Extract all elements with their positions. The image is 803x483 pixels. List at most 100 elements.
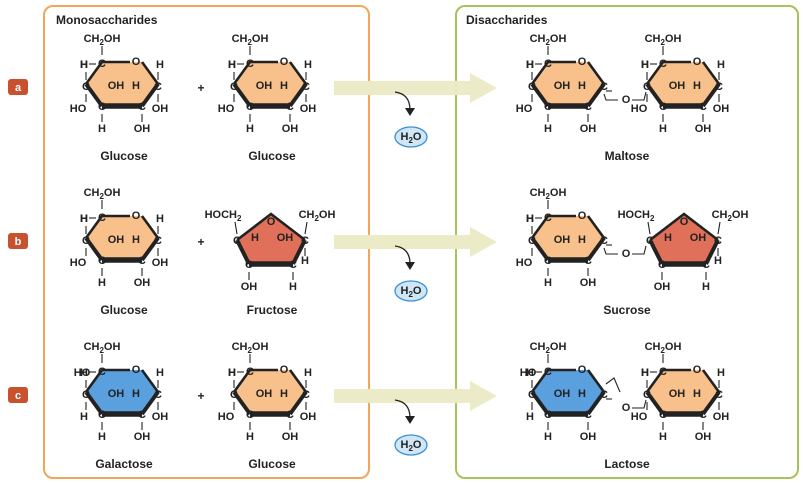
row-a-mono1-structure-c4-h: H xyxy=(80,59,88,71)
row-a-mono1-structure-c4: C xyxy=(82,81,90,93)
row-a-product-ring2-c3: C xyxy=(659,101,667,113)
row-b-product-ring1-c4: C xyxy=(528,235,536,247)
row-c-product-ring1-c3-oh: OH xyxy=(554,388,571,400)
row-c-mono1-structure-c3: C xyxy=(98,409,106,421)
row-c-water-release-arrow xyxy=(394,399,411,419)
row-b-mono1-structure-c1-h: H xyxy=(156,213,164,225)
row-a-product-ring2-c3-h: H xyxy=(659,123,667,135)
row-c-product-ring1-c1: C xyxy=(600,389,608,401)
row-b-product-ring1-c2-h: H xyxy=(578,234,586,246)
row-a-product-ring1-c1: C xyxy=(600,81,608,93)
row-a-mono2-structure-c1: C xyxy=(302,81,310,93)
row-b-mono1-structure-c4-h: H xyxy=(80,213,88,225)
row-c-product-ring1-c4-h: H xyxy=(526,411,534,423)
row-b-product-name: Sucrose xyxy=(603,303,651,317)
row-a-mono1-structure-c1: C xyxy=(154,81,162,93)
row-c-badge: c xyxy=(8,387,28,403)
row-c-product-ring2-c3-h: H xyxy=(659,431,667,443)
row-a-mono2-structure-c3-h: H xyxy=(246,123,254,135)
row-c-mono2-structure-c1-h: H xyxy=(304,367,312,379)
row-b-water-arrowhead xyxy=(405,262,415,270)
row-a-product-ring1-c2-oh: OH xyxy=(580,123,597,135)
row-b-product-ring1-c4-h: H xyxy=(526,213,534,225)
row-a-reaction-arrow xyxy=(334,73,497,103)
row-b-product-ring1-c5-h: H xyxy=(526,213,534,225)
row-c-mono1-structure-c2-oh: OH xyxy=(134,431,151,443)
row-b-mono2-structure-ring-oxygen: O xyxy=(267,216,276,228)
row-a-product-ring1-c2-h: H xyxy=(578,80,586,92)
row-a-product-ring1-c3: C xyxy=(544,101,552,113)
row-a-product-ring2-c1: C xyxy=(715,81,723,93)
row-c-mono2-structure-c3-h: H xyxy=(246,431,254,443)
row-b-product-ring1-c2: C xyxy=(584,255,592,267)
row-c-mono2-structure-c1: C xyxy=(302,389,310,401)
row-a-product-ring1-ch2oh: CH2OH xyxy=(530,33,567,47)
row-c-mono2-name: Glucose xyxy=(248,457,296,471)
row-b-mono2-structure-inner-h: H xyxy=(251,232,259,244)
row-b-glycosidic-link-2 xyxy=(632,245,647,255)
row-c-mono1-structure-c3-oh: OH xyxy=(108,388,125,400)
row-b-water-molecule: H2O xyxy=(394,280,428,302)
row-c-mono1-structure-c2: C xyxy=(138,409,146,421)
row-b-product-ring1-c3-oh: OH xyxy=(554,234,571,246)
row-a-mono1-structure-c5: C xyxy=(98,58,106,70)
row-a-mono1-structure-c3: C xyxy=(98,101,106,113)
row-b-badge-label: b xyxy=(15,236,22,248)
row-c-water-label: H2O xyxy=(401,439,422,453)
row-a-mono2-structure-c5-h: H xyxy=(228,59,236,71)
row-b-mono1-structure-c2-oh: OH xyxy=(134,277,151,289)
row-c-mono1-structure-c1-oh: OH xyxy=(152,411,169,423)
row-a-water-arrowhead xyxy=(405,108,415,116)
row-a-mono1-structure-c3-oh: OH xyxy=(108,80,125,92)
row-b-mono2-structure-c2: C xyxy=(233,235,241,247)
disaccharides-title: Disaccharides xyxy=(466,13,548,27)
row-a-mono2-structure-ch2oh: CH2OH xyxy=(232,33,269,47)
row-c-product-ring1-ch2oh: CH2OH xyxy=(530,341,567,355)
row-b-product-ring1-c3: C xyxy=(544,255,552,267)
row-c-mono2-structure-c3: C xyxy=(246,409,254,421)
row-c-product-ring1-c3: C xyxy=(544,409,552,421)
row-b-plus-sign: + xyxy=(197,235,204,249)
row-b-mono2-structure-inner-oh: OH xyxy=(277,232,294,244)
row-a-glycosidic-oxygen: O xyxy=(622,94,631,106)
row-c-mono2-structure-c4-h: H xyxy=(228,367,236,379)
row-c-mono2-structure-c1-oh: OH xyxy=(300,411,317,423)
row-a-product-ring2-c2-h: H xyxy=(693,80,701,92)
row-b-product-ring2-c4: C xyxy=(702,259,710,271)
row-b-mono2-structure-c5: C xyxy=(301,235,309,247)
row-b-product-ring2-inner-oh: OH xyxy=(690,232,707,244)
row-c-badge-label: c xyxy=(15,390,21,402)
row-c-product-ring2-c1: C xyxy=(715,389,723,401)
row-a-product-ring2-ring-oxygen: O xyxy=(693,56,702,68)
row-a-water-label: H2O xyxy=(401,131,422,145)
row-a-product-ring1-c3-h: H xyxy=(544,123,552,135)
row-a-product-ring2-c4-h: H xyxy=(641,59,649,71)
row-a-mono1-structure-c5-h: H xyxy=(80,59,88,71)
row-b-product-ring1-ring-oxygen: O xyxy=(578,210,587,222)
row-b-product-ring2-inner-h: H xyxy=(664,232,672,244)
row-a-product-ring2-ch2oh: CH2OH xyxy=(645,33,682,47)
row-c-product-ring2-c1-h: H xyxy=(717,367,725,379)
row-c-product-name: Lactose xyxy=(604,457,650,471)
row-a-mono2-name: Glucose xyxy=(248,149,296,163)
row-a-product-ring2-c1-h: H xyxy=(717,59,725,71)
row-b-product-ring2-c3: C xyxy=(658,259,666,271)
row-a-product-ring1-c3-oh: OH xyxy=(554,80,571,92)
row-c-mono2-structure-c4: C xyxy=(230,389,238,401)
row-c-mono2-structure-c3-oh: OH xyxy=(256,388,273,400)
row-a-mono1-structure-c4-ho: HO xyxy=(70,103,87,115)
row-b-mono2-structure-c5-h: H xyxy=(301,255,309,267)
row-a-product-ring2-c5-h: H xyxy=(641,59,649,71)
row-c-product-ring1-c3-h: H xyxy=(544,431,552,443)
row-b-product-ring2-hoch2: HOCH2 xyxy=(618,209,655,223)
row-b-mono2-name: Fructose xyxy=(247,303,298,317)
row-a-badge: a xyxy=(8,79,28,95)
row-c-product-ring1-c4: C xyxy=(528,389,536,401)
